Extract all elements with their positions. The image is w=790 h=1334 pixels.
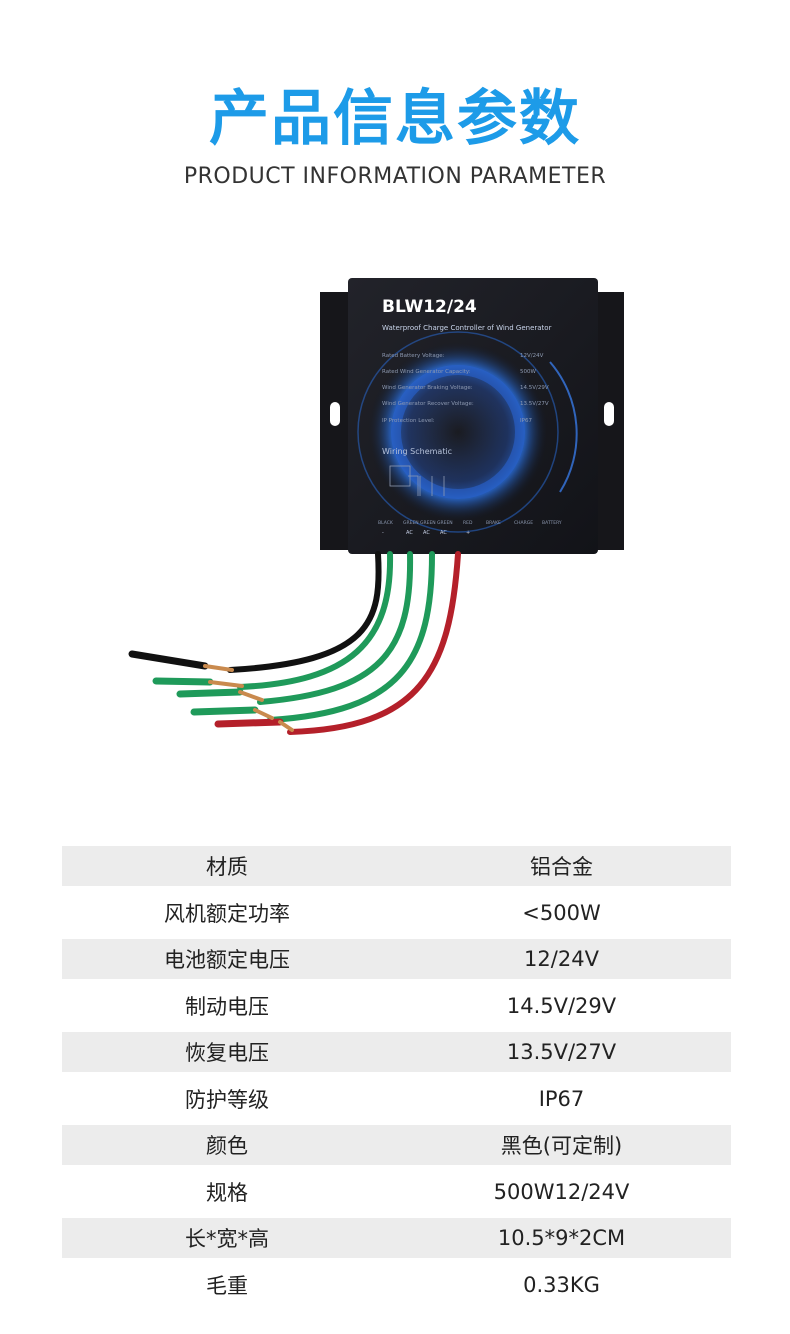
svg-text:RED: RED (463, 520, 473, 526)
spec-value: 500W (520, 369, 536, 375)
spec-label: Wind Generator Recover Voltage: (382, 401, 474, 407)
svg-text:AC: AC (423, 530, 430, 536)
table-row: 防护等级 IP67 (62, 1079, 731, 1119)
table-row: 长*宽*高 10.5*9*2CM (62, 1218, 731, 1258)
table-row: 毛重 0.33KG (62, 1265, 731, 1305)
svg-text:GREEN: GREEN (437, 520, 453, 526)
black-wire (227, 551, 382, 673)
table-row: 制动电压 14.5V/29V (62, 986, 731, 1026)
svg-text:+: + (466, 530, 470, 536)
label-subtitle: Waterproof Charge Controller of Wind Gen… (382, 324, 552, 332)
svg-text:CHARGE: CHARGE (514, 520, 533, 526)
spec-key: 风机额定功率 (164, 901, 290, 926)
spec-label: IP Protection Level: (382, 418, 435, 424)
svg-text:BATTERY: BATTERY (542, 520, 562, 526)
spec-value: 10.5*9*2CM (497, 1226, 626, 1250)
spec-key: 颜色 (206, 1134, 248, 1158)
spec-value: 500W12/24V (493, 1179, 630, 1204)
spec-value: <500W (522, 900, 601, 925)
spec-label: Rated Battery Voltage: (382, 353, 445, 359)
spec-value: 0.33KG (523, 1272, 600, 1297)
spec-value: 14.5V/29V (506, 993, 617, 1018)
spec-value: 12V/24V (520, 353, 544, 359)
spec-label: Wind Generator Braking Voltage: (382, 385, 473, 391)
green-wire (237, 551, 394, 690)
table-row: 风机额定功率 <500W (62, 893, 731, 933)
spec-key: 规格 (206, 1180, 248, 1205)
model-label: BLW12/24 (382, 297, 477, 317)
spec-key: 恢复电压 (185, 1041, 269, 1065)
svg-text:AC: AC (406, 530, 413, 536)
page-title: 产品信息参数 (209, 84, 581, 154)
red-wire (287, 551, 461, 735)
spec-value: 13.5V/27V (506, 1040, 617, 1064)
table-row: 电池额定电压 12/24V (62, 939, 731, 979)
spec-key: 长*宽*高 (185, 1227, 269, 1251)
table-row: 恢复电压 13.5V/27V (62, 1032, 731, 1072)
spec-key: 电池额定电压 (164, 948, 290, 972)
spec-value: 黑色(可定制) (500, 1134, 623, 1158)
svg-text:-: - (382, 530, 384, 536)
spec-key: 防护等级 (185, 1087, 269, 1112)
svg-text:BRAKE: BRAKE (486, 520, 501, 526)
spec-value: 铝合金 (530, 855, 593, 879)
spec-value: IP67 (538, 1086, 585, 1111)
svg-text:AC: AC (440, 530, 447, 536)
svg-text:BLACK: BLACK (378, 520, 394, 526)
table-row: 规格 500W12/24V (62, 1172, 731, 1212)
page-subtitle: PRODUCT INFORMATION PARAMETER (183, 164, 607, 189)
svg-text:GREEN: GREEN (420, 520, 436, 526)
spec-value: 13.5V/27V (520, 401, 549, 407)
green-wire (267, 551, 435, 723)
table-row: 材质 铝合金 (62, 846, 731, 886)
spec-table: 材质 铝合金 风机额定功率 <500W 电池额定电压 12/24V 制动电压 14.5V… (62, 846, 731, 1311)
green-wire (257, 551, 414, 705)
product-image: BLW12/24 Waterproof Charge Controller of… (128, 278, 624, 735)
spec-key: 材质 (206, 855, 248, 879)
spec-key: 毛重 (206, 1273, 248, 1298)
table-row: 颜色 黑色(可定制) (62, 1125, 731, 1165)
spec-value: 14.5V/29V (520, 385, 549, 391)
spec-key: 制动电压 (185, 994, 269, 1019)
spec-value: 12/24V (524, 947, 599, 971)
svg-text:GREEN: GREEN (403, 520, 419, 526)
spec-value: IP67 (520, 418, 532, 424)
wiring-title: Wiring Schematic (382, 447, 452, 456)
spec-label: Rated Wind Generator Capacity: (382, 369, 471, 375)
